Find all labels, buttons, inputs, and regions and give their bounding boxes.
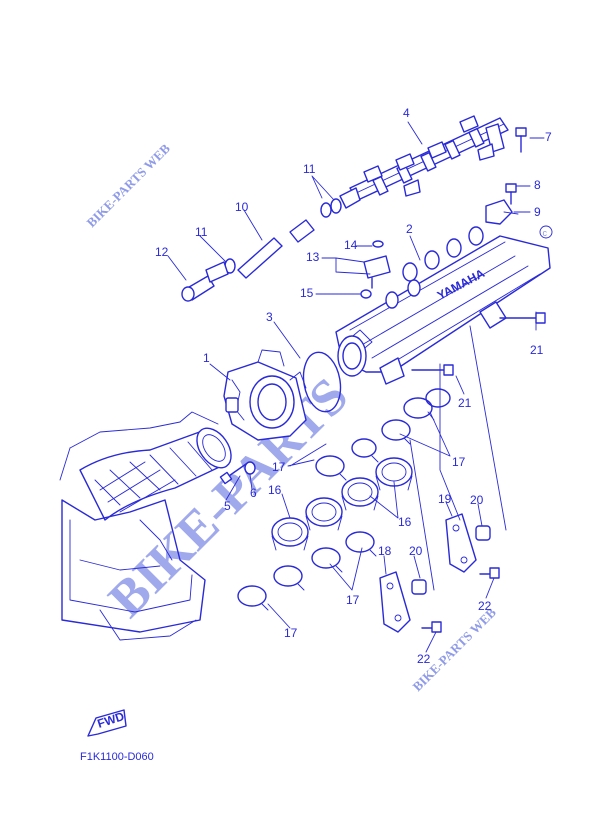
callout-numbers: 1 2 3 4 5 6 7 8 9 10 11 11 12 13 14 15 1… xyxy=(155,106,552,666)
bracket-19 xyxy=(445,513,477,573)
callout-7: 7 xyxy=(545,130,552,144)
callout-21-b: 21 xyxy=(458,396,472,410)
callout-17-d: 17 xyxy=(284,626,298,640)
fuel-injectors xyxy=(372,127,485,196)
callout-6: 6 xyxy=(250,486,257,500)
callout-2: 2 xyxy=(406,222,413,236)
joint-boot xyxy=(375,457,413,491)
throttle-body xyxy=(223,349,307,441)
gasket-ring xyxy=(302,351,342,413)
callout-14: 14 xyxy=(344,238,358,252)
bolt-7 xyxy=(515,127,527,153)
callout-16-b: 16 xyxy=(398,515,412,529)
intake-duct-assembly xyxy=(59,411,232,641)
callout-13: 13 xyxy=(306,250,320,264)
callout-18: 18 xyxy=(378,544,392,558)
callout-10: 10 xyxy=(235,200,249,214)
callout-11-a: 11 xyxy=(303,162,316,176)
callout-17-b: 17 xyxy=(452,455,466,469)
callout-22-a: 22 xyxy=(478,599,492,613)
callout-4: 4 xyxy=(403,106,410,120)
hose-clamps xyxy=(237,388,451,611)
hose-clips xyxy=(224,198,342,274)
callout-20-a: 20 xyxy=(470,493,484,507)
fuel-rail xyxy=(339,115,509,209)
watermark-small-bottom: BIKE-PARTS WEB xyxy=(410,605,500,695)
bolts-22 xyxy=(421,567,500,633)
callout-20-b: 20 xyxy=(409,544,423,558)
callout-15: 15 xyxy=(300,286,314,300)
callout-19: 19 xyxy=(438,492,452,506)
pressure-sensor xyxy=(485,199,519,225)
callout-17-c: 17 xyxy=(346,593,360,607)
callout-12: 12 xyxy=(155,245,169,259)
fuel-pipe-joint xyxy=(181,261,229,302)
fuel-pipe xyxy=(237,219,315,279)
intake-manifold: YAMAHA xyxy=(335,226,551,385)
callout-11-b: 11 xyxy=(195,225,208,239)
callout-1: 1 xyxy=(203,351,210,365)
forward-arrow-icon: FWD xyxy=(87,709,127,737)
svg-text:c: c xyxy=(543,228,548,238)
washer-6 xyxy=(244,461,256,475)
copyright-icon: c xyxy=(539,225,553,239)
leader-lines xyxy=(167,121,545,653)
callout-16-a: 16 xyxy=(268,483,282,497)
joint-boots xyxy=(271,457,413,551)
injector-o-ring xyxy=(372,240,384,248)
fuel-injector-single xyxy=(363,255,391,289)
watermark-small-top: BIKE-PARTS WEB xyxy=(84,141,174,231)
bracket-18 xyxy=(379,571,411,633)
joint-boot xyxy=(305,497,343,531)
grommet-20 xyxy=(411,525,491,595)
callout-9: 9 xyxy=(534,205,541,219)
bolt-5 xyxy=(219,463,247,485)
callout-5: 5 xyxy=(224,499,231,513)
callout-3: 3 xyxy=(266,310,273,324)
joint-boot xyxy=(341,477,379,511)
diagram-code: F1K1100-D060 xyxy=(80,751,154,763)
callout-8: 8 xyxy=(534,178,541,192)
bolts-21 xyxy=(411,312,546,376)
callout-21-a: 21 xyxy=(530,343,544,357)
bolt-8 xyxy=(505,183,517,205)
callout-17-a: 17 xyxy=(272,460,286,474)
joint-boot xyxy=(271,517,309,551)
injector-seal xyxy=(360,289,372,299)
callout-22-b: 22 xyxy=(417,652,431,666)
manifold-ports xyxy=(385,226,484,309)
